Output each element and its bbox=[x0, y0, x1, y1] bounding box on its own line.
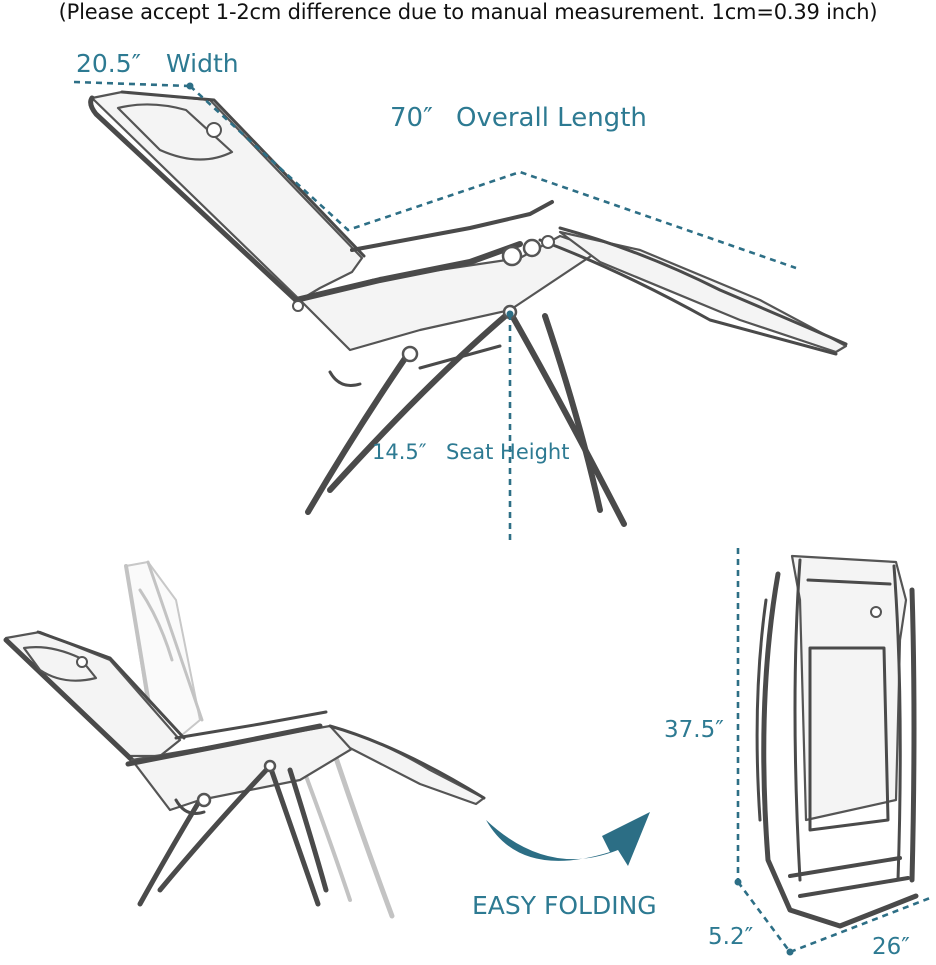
folded-width-dimension-line bbox=[789, 896, 931, 954]
folding-arrow-icon bbox=[486, 812, 650, 866]
width-label: Width bbox=[166, 49, 239, 78]
folded-width-value: 26″ bbox=[872, 934, 910, 960]
width-dimension-line bbox=[73, 80, 191, 88]
folded-height-value: 37.5″ bbox=[664, 717, 724, 743]
length-label: Overall Length bbox=[456, 103, 647, 133]
length-dimension-line bbox=[189, 85, 797, 270]
easy-folding-label: EASY FOLDING bbox=[472, 891, 657, 920]
width-value: 20.5″ bbox=[76, 49, 141, 78]
folded-depth-value: 5.2″ bbox=[708, 924, 754, 950]
measurement-note: (Please accept 1-2cm difference due to m… bbox=[58, 0, 878, 24]
folded-depth-dimension-line bbox=[736, 881, 792, 953]
length-value: 70″ bbox=[390, 103, 433, 133]
recline-adjust-illustration bbox=[3, 560, 486, 919]
folded-chair-illustration bbox=[755, 554, 919, 929]
reclined-chair-illustration bbox=[88, 90, 848, 527]
seat-height-value: 14.5″ bbox=[372, 440, 427, 464]
seat-height-label: Seat Height bbox=[446, 440, 569, 464]
